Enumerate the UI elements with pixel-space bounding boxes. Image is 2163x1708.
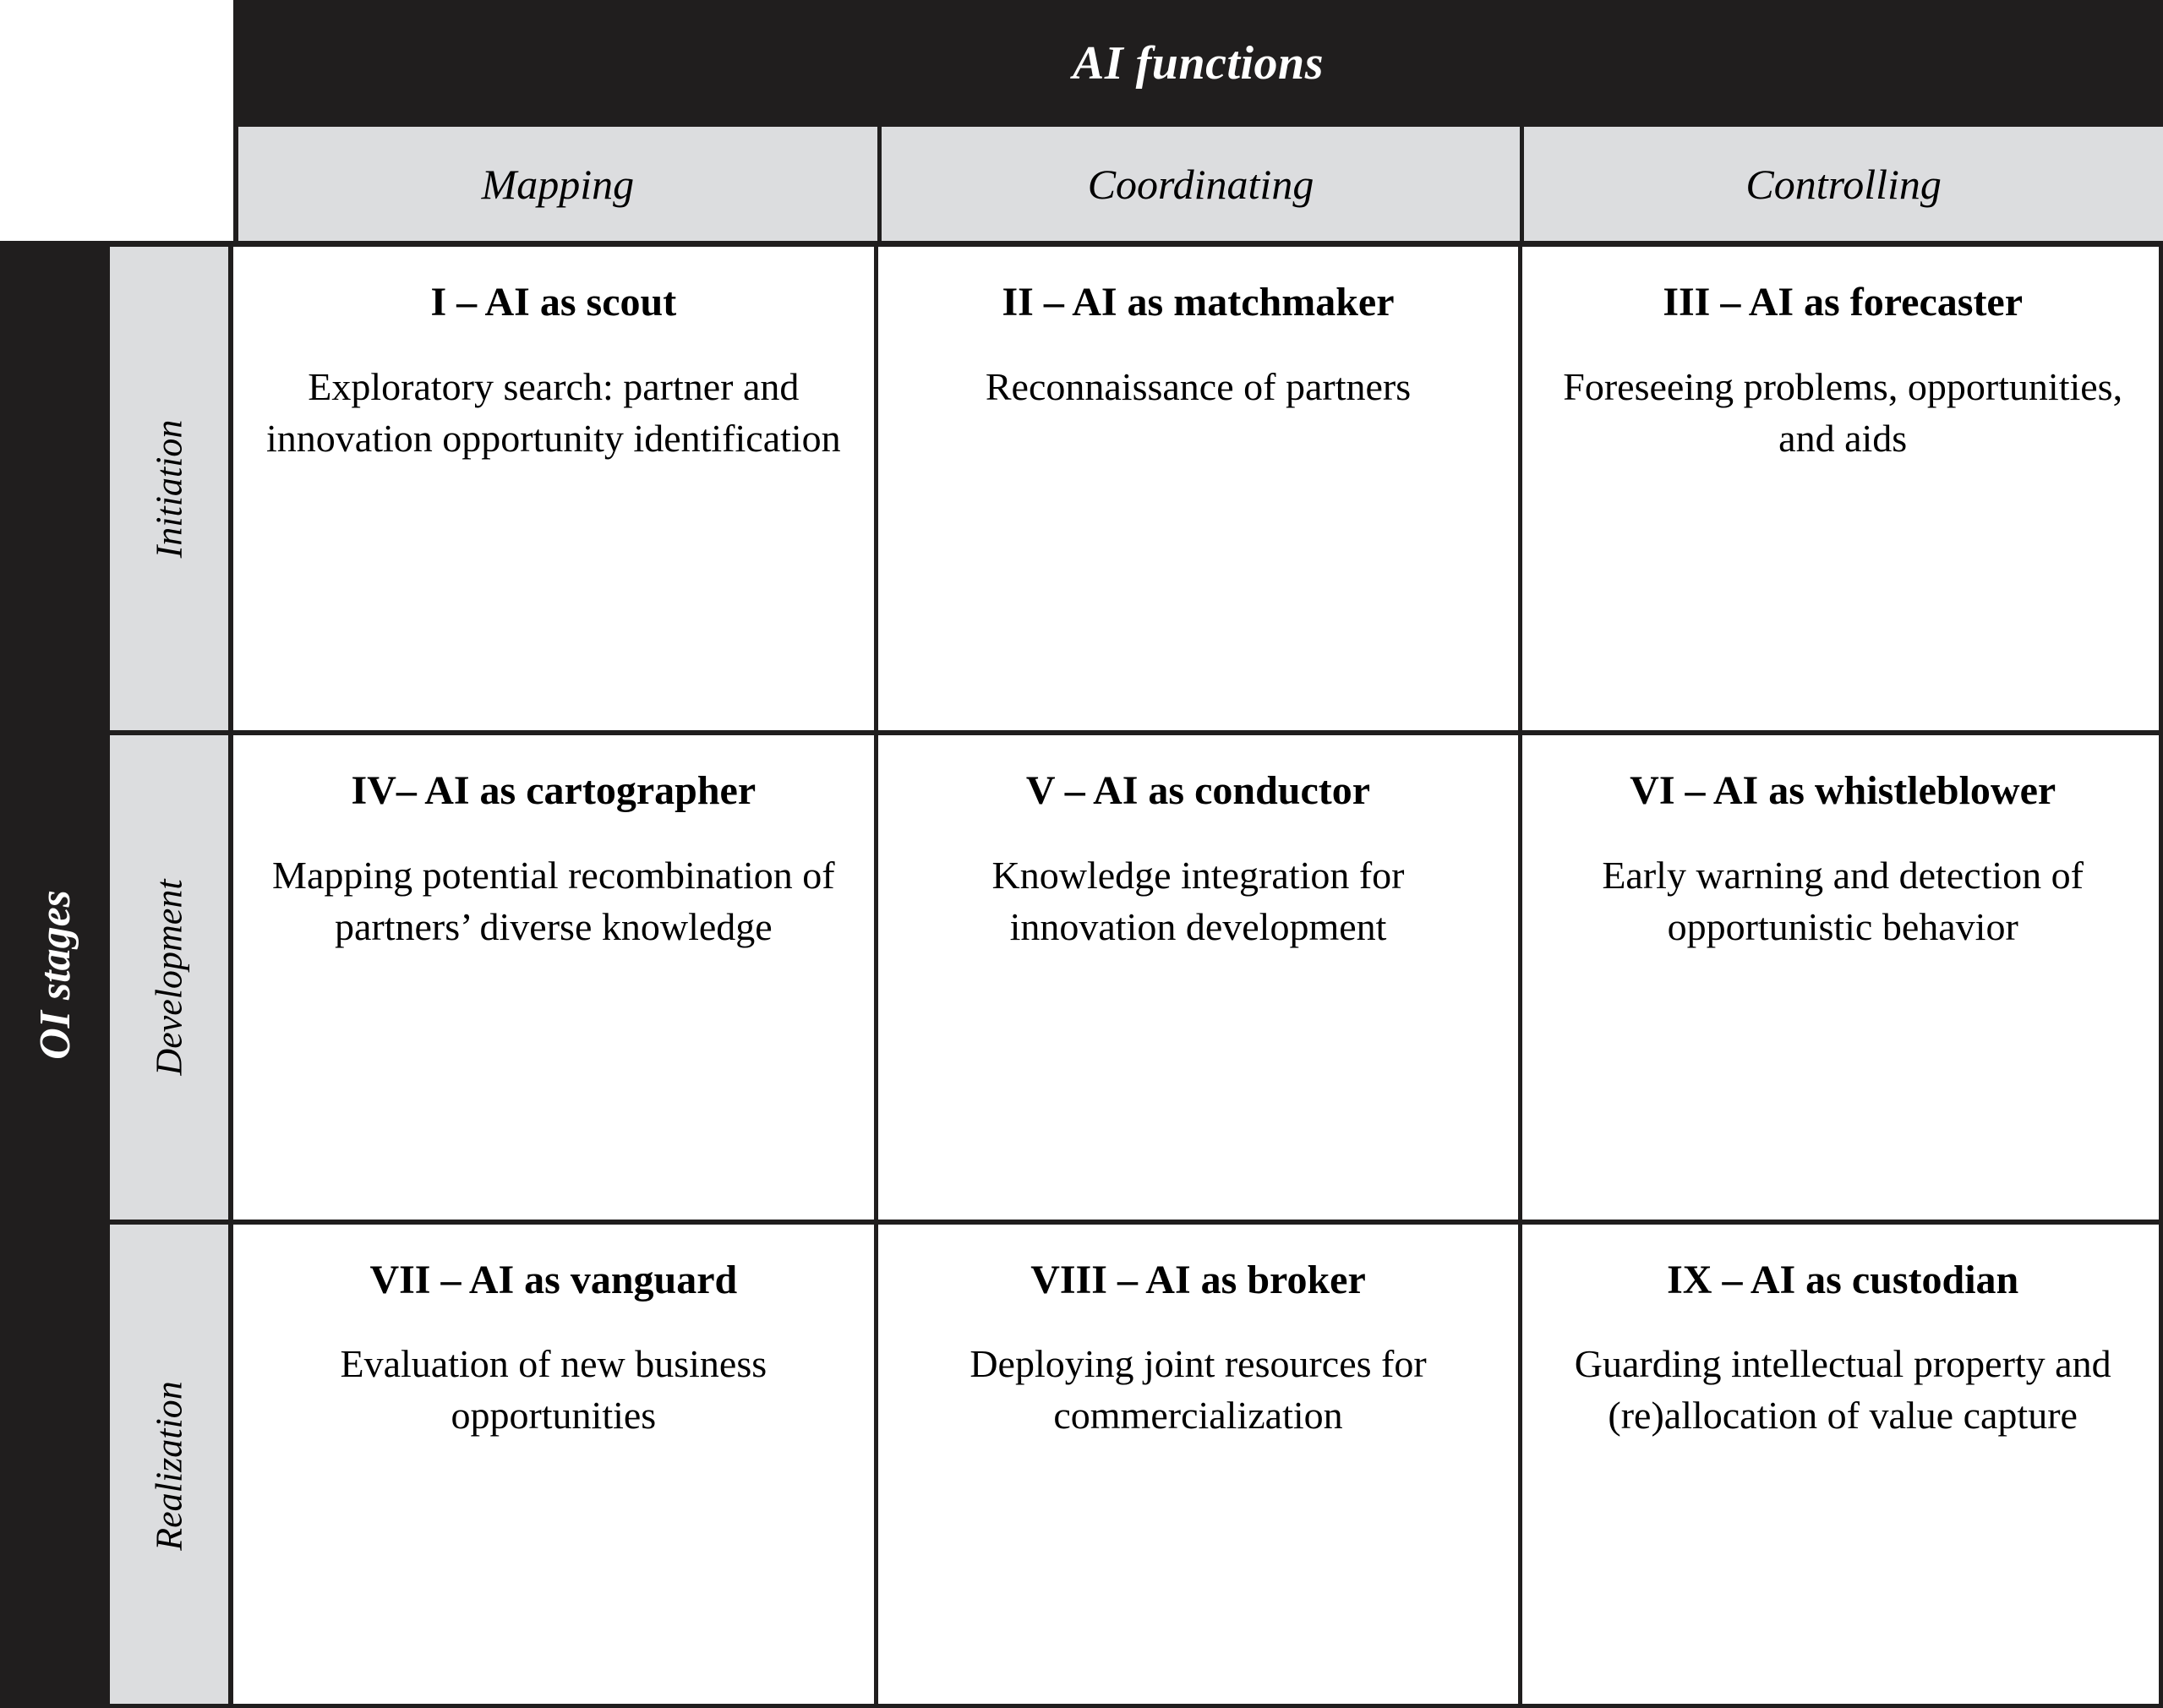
column-header-controlling: Controlling [1520,127,2163,241]
matrix-corner-blank [0,0,233,241]
cell-title: VI – AI as whistleblower [1630,768,2056,814]
cell-description: Knowledge integration for innovation dev… [991,853,1405,949]
matrix-body: Initiation I – AI as scout Exploratory s… [110,241,2163,1708]
row-header-initiation: Initiation [110,247,233,731]
cell-initiation-controlling: III – AI as forecaster Foreseeing proble… [1518,247,2163,731]
cell-development-controlling: VI – AI as whistleblower Early warning a… [1518,735,2163,1220]
cell-title: III – AI as forecaster [1663,280,2024,325]
cell-title: VIII – AI as broker [1030,1257,1366,1302]
column-header-coordinating: Coordinating [877,127,1521,241]
cell-title: VII – AI as vanguard [369,1257,738,1302]
column-banner-ai-functions: AI functions [233,0,2163,127]
cell-initiation-mapping: I – AI as scout Exploratory search: part… [233,247,874,731]
cell-development-coordinating: V – AI as conductor Knowledge integratio… [873,735,1519,1220]
cell-description: Evaluation of new business opportunities [340,1342,767,1438]
column-header-mapping-label: Mapping [481,160,635,208]
cell-title: V – AI as conductor [1025,768,1371,814]
column-header-controlling-label: Controlling [1745,160,1942,208]
column-banner-label: AI functions [1073,37,1324,90]
cell-development-mapping: IV– AI as cartographer Mapping potential… [233,735,874,1220]
cell-initiation-coordinating: II – AI as matchmaker Reconnaissance of … [873,247,1519,731]
row-header-realization-label: Realization [148,1381,190,1552]
cell-description: Early warning and detection of opportuni… [1602,853,2084,949]
row-banner-oi-stages: OI stages [0,241,110,1708]
column-header-mapping: Mapping [238,127,877,241]
cell-description: Foreseeing problems, opportunities, and … [1563,364,2123,460]
row-banner-label: OI stages [30,889,79,1060]
row-header-initiation-label: Initiation [148,419,190,559]
cell-realization-mapping: VII – AI as vanguard Evaluation of new b… [233,1224,874,1708]
banner-left-rule [233,127,238,241]
column-header-row: Mapping Coordinating Controlling [233,127,2163,241]
matrix-right-rule [2159,241,2163,1708]
cell-description: Exploratory search: partner and innovati… [266,364,841,460]
row-header-realization: Realization [110,1224,233,1708]
matrix-row-initiation: Initiation I – AI as scout Exploratory s… [110,247,2163,731]
cell-realization-controlling: IX – AI as custodian Guarding intellectu… [1518,1224,2163,1708]
matrix-bottom-rule [0,1704,2163,1708]
cell-title: I – AI as scout [430,280,677,325]
row-header-development: Development [110,735,233,1220]
cell-realization-coordinating: VIII – AI as broker Deploying joint reso… [873,1224,1519,1708]
cell-title: IV– AI as cartographer [351,768,757,814]
cell-description: Deploying joint resources for commercial… [970,1342,1427,1438]
matrix-row-realization: Realization VII – AI as vanguard Evaluat… [110,1219,2163,1708]
cell-title: II – AI as matchmaker [1002,280,1395,325]
cell-description: Guarding intellectual property and (re)a… [1574,1342,2111,1438]
column-header-coordinating-label: Coordinating [1087,160,1314,208]
matrix-row-development: Development IV– AI as cartographer Mappi… [110,730,2163,1220]
cell-title: IX – AI as custodian [1667,1257,2019,1302]
cell-description: Mapping potential recombination of partn… [272,853,835,949]
row-header-development-label: Development [148,879,190,1076]
cell-description: Reconnaissance of partners [985,364,1412,408]
